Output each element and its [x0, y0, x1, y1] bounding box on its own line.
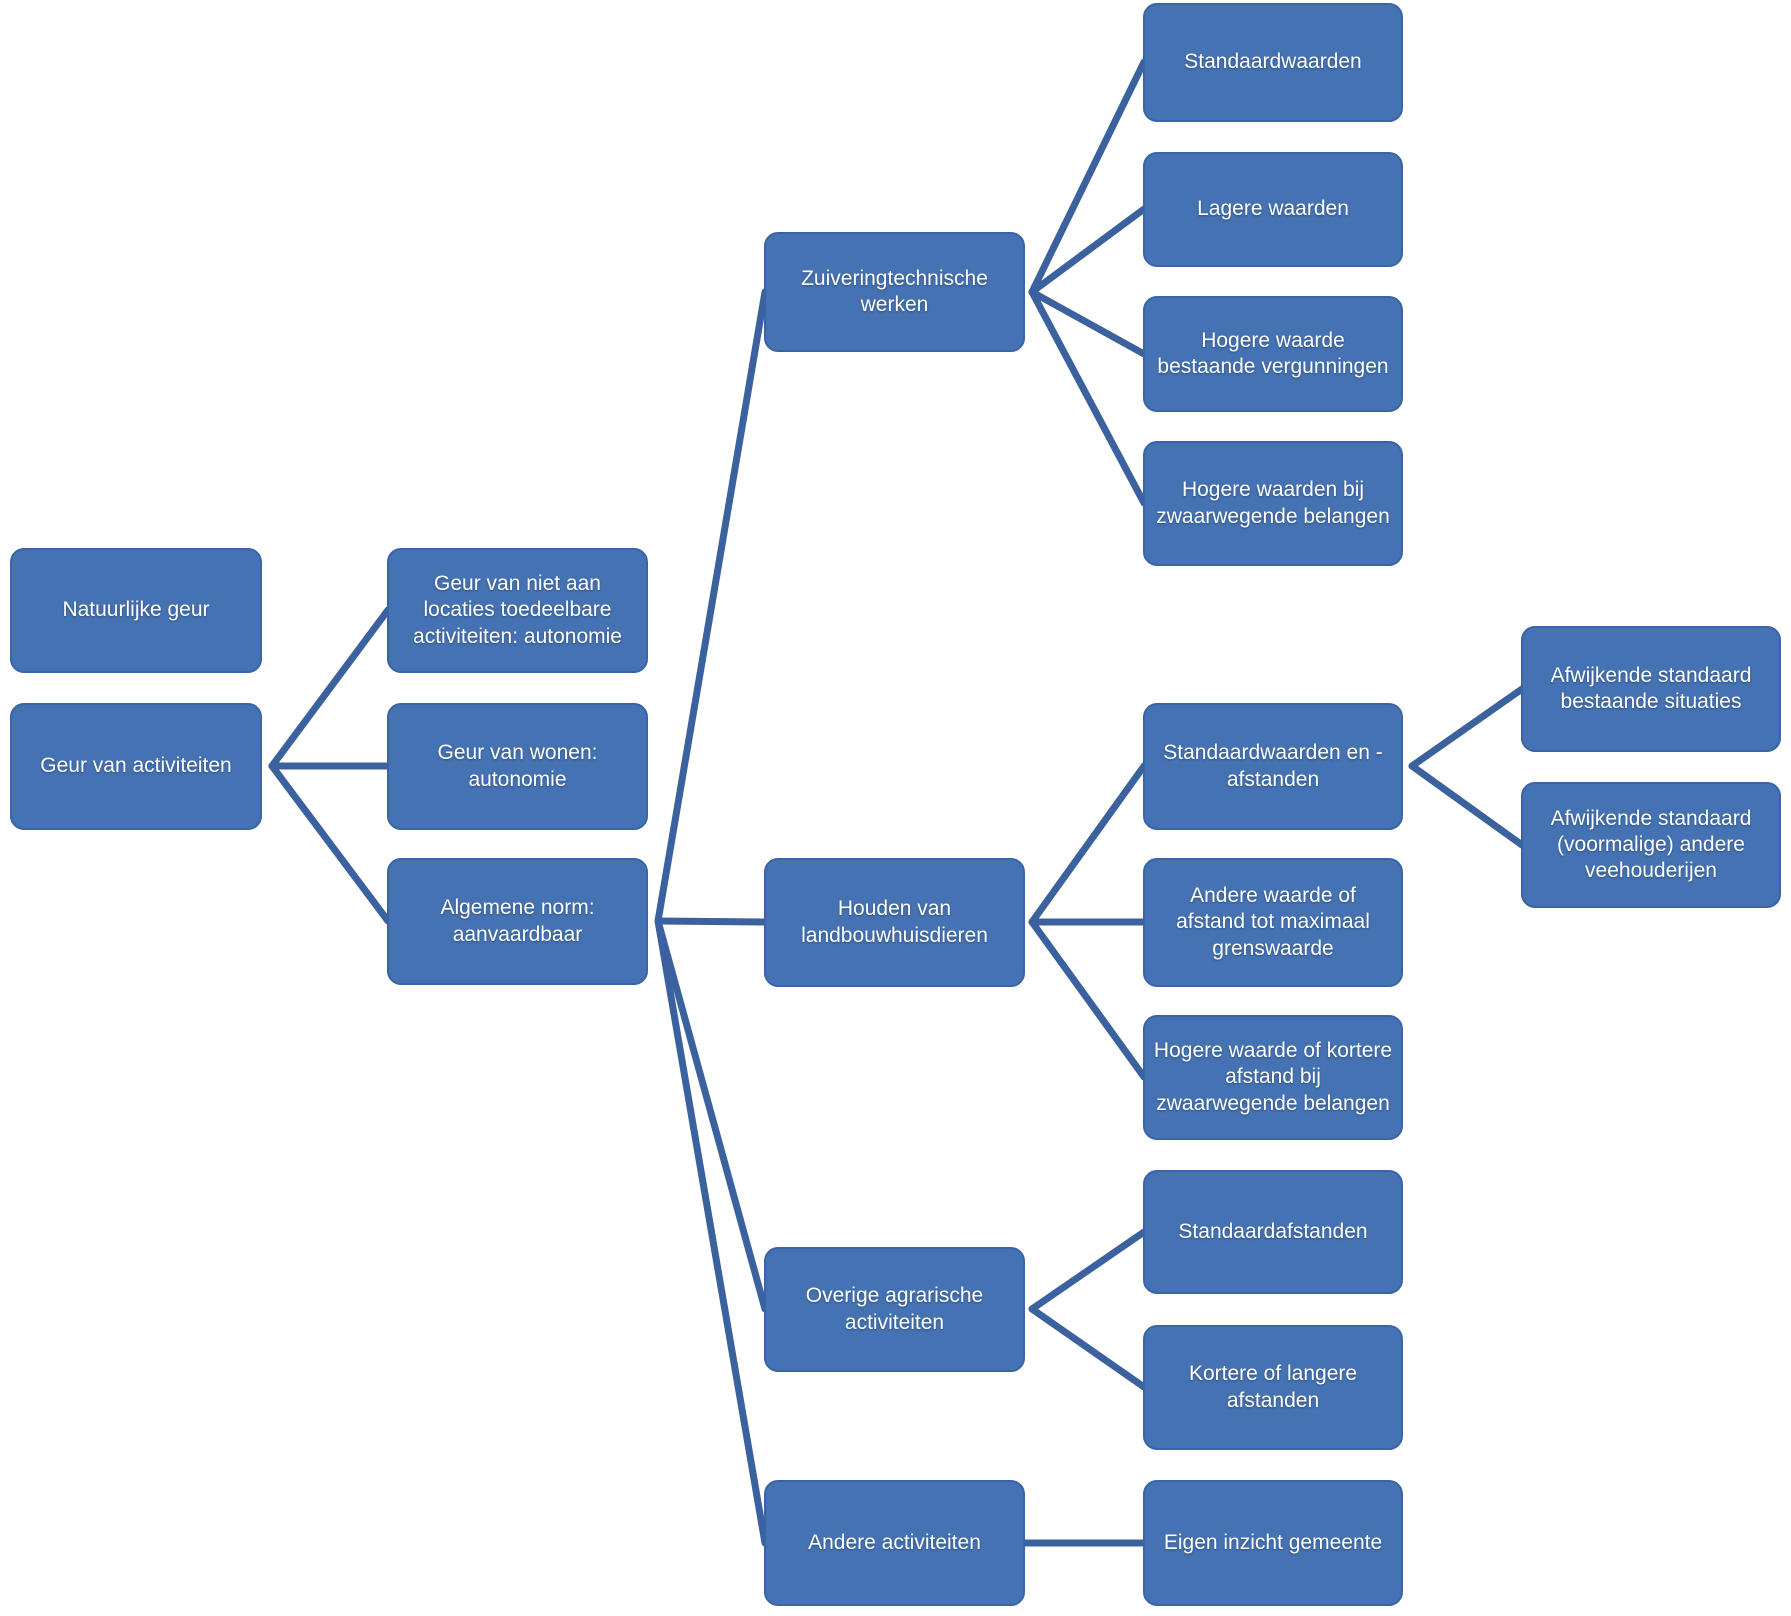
node-afwijkende-standaard-voormalige-veehouderijen: Afwijkende standaard (voormalige) andere…	[1521, 782, 1781, 908]
node-label: Geur van wonen: autonomie	[437, 741, 598, 791]
node-algemene-norm: Algemene norm: aanvaardbaar	[387, 858, 648, 985]
node-eigen-inzicht-gemeente: Eigen inzicht gemeente	[1143, 1480, 1403, 1606]
node-hogere-waarden-zwaarwegende-belangen: Hogere waarden bij zwaarwegende belangen	[1143, 441, 1403, 566]
connector-line	[654, 917, 769, 1547]
connector-line	[1408, 685, 1526, 770]
node-label: Andere activiteiten	[808, 1530, 981, 1554]
node-label: Geur van niet aan locaties toedeelbare a…	[413, 572, 622, 648]
node-label: Hogere waarden bij zwaarwegende belangen	[1156, 478, 1390, 528]
node-label: Kortere of langere afstanden	[1188, 1362, 1358, 1412]
node-andere-activiteiten: Andere activiteiten	[764, 1480, 1025, 1606]
connector-line	[1028, 288, 1148, 358]
node-overige-agrarische-activiteiten: Overige agrarische activiteiten	[764, 1247, 1025, 1372]
node-kortere-of-langere-afstanden: Kortere of langere afstanden	[1143, 1325, 1403, 1450]
node-label: Hogere waarde bestaande vergunningen	[1157, 328, 1389, 378]
node-houden-van-landbouwhuisdieren: Houden van landbouwhuisdieren	[764, 858, 1025, 987]
connector-line	[1028, 205, 1148, 296]
node-zuiveringtechnische-werken: Zuiveringtechnische werken	[764, 232, 1025, 352]
node-geur-niet-locaties: Geur van niet aan locaties toedeelbare a…	[387, 548, 648, 673]
connector-line	[654, 917, 769, 1313]
connector-line	[1408, 762, 1526, 849]
connector-line	[1028, 288, 1148, 507]
node-standaardwaarden: Standaardwaarden	[1143, 3, 1403, 122]
connector-line	[1028, 918, 1148, 1081]
node-geur-van-activiteiten: Geur van activiteiten	[10, 703, 262, 830]
node-label: Eigen inzicht gemeente	[1163, 1530, 1383, 1554]
node-lagere-waarden: Lagere waarden	[1143, 152, 1403, 267]
node-label: Standaardwaarden en -afstanden	[1163, 741, 1383, 791]
connector-line	[1028, 1228, 1148, 1313]
node-standaardafstanden: Standaardafstanden	[1143, 1170, 1403, 1294]
node-label: Andere waarde of afstand tot maximaal gr…	[1176, 884, 1370, 960]
node-label: Zuiveringtechnische werken	[801, 266, 988, 316]
node-label: Algemene norm: aanvaardbaar	[440, 896, 595, 946]
connector-line	[1028, 762, 1148, 926]
connector-line	[654, 917, 769, 926]
node-natuurlijke-geur: Natuurlijke geur	[10, 548, 262, 673]
connector-line	[654, 288, 769, 925]
node-hogere-waarde-bestaande-vergunningen: Hogere waarde bestaande vergunningen	[1143, 296, 1403, 412]
node-label: Hogere waarde of kortere afstand bij zwa…	[1153, 1039, 1393, 1115]
node-geur-van-wonen: Geur van wonen: autonomie	[387, 703, 648, 830]
node-standaardwaarden-en-afstanden: Standaardwaarden en -afstanden	[1143, 703, 1403, 830]
node-label: Natuurlijke geur	[62, 598, 210, 622]
node-label: Overige agrarische activiteiten	[805, 1284, 984, 1334]
node-label: Lagere waarden	[1197, 197, 1349, 221]
node-label: Geur van activiteiten	[40, 754, 232, 778]
node-label: Afwijkende standaard (voormalige) andere…	[1550, 806, 1752, 883]
connector-line	[1028, 1305, 1148, 1391]
node-label: Afwijkende standaard bestaande situaties	[1550, 663, 1752, 713]
node-label: Houden van landbouwhuisdieren	[801, 897, 988, 947]
node-hogere-waarde-kortere-afstand: Hogere waarde of kortere afstand bij zwa…	[1143, 1015, 1403, 1140]
node-label: Standaardafstanden	[1178, 1219, 1368, 1243]
node-afwijkende-standaard-bestaande-situaties: Afwijkende standaard bestaande situaties	[1521, 626, 1781, 752]
node-andere-waarde-of-afstand: Andere waarde of afstand tot maximaal gr…	[1143, 858, 1403, 987]
connector-line	[268, 762, 392, 925]
node-label: Standaardwaarden	[1184, 50, 1362, 74]
connector-line	[268, 606, 392, 770]
connector-line	[1028, 58, 1148, 296]
